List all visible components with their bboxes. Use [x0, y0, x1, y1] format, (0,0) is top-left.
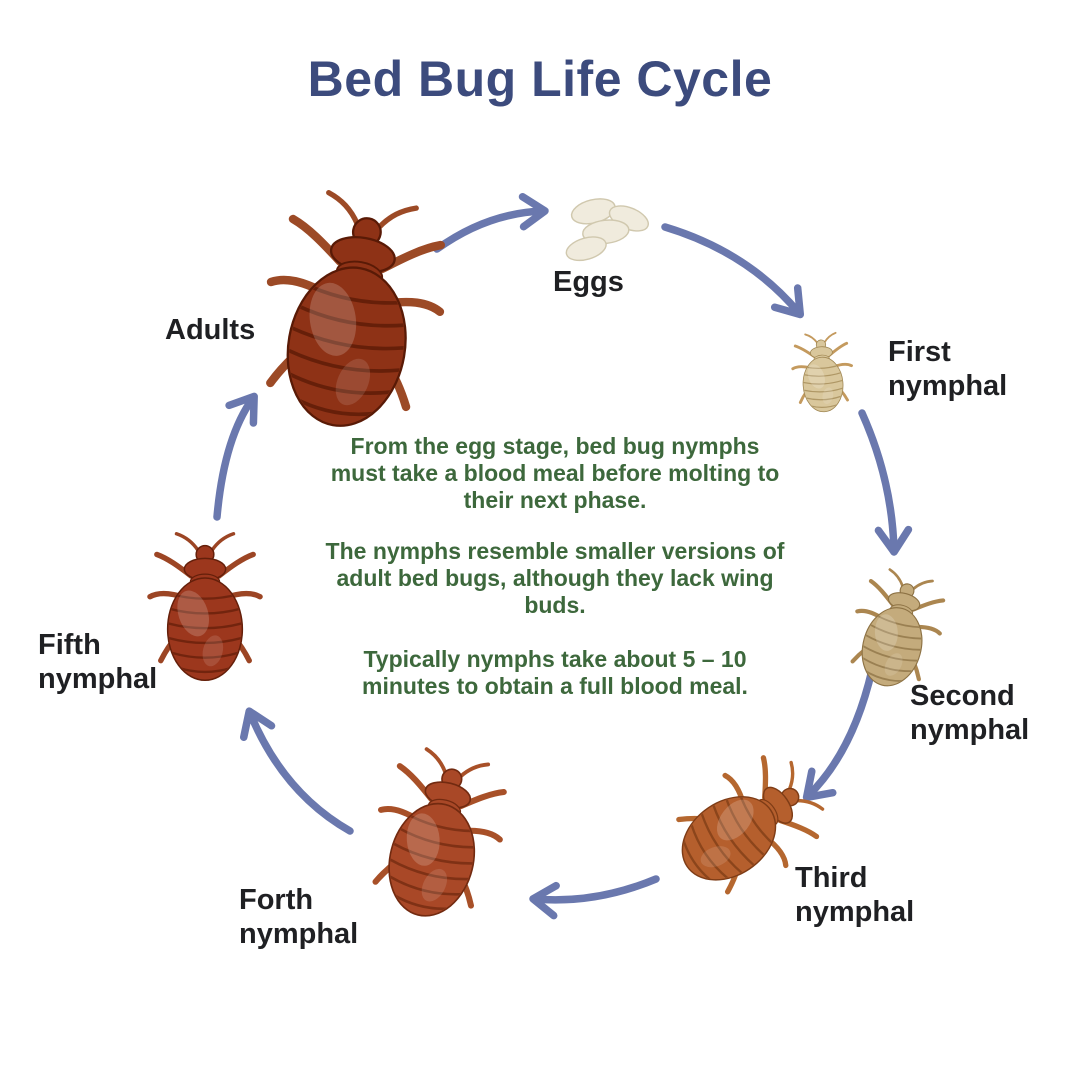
stage-label-third-nymphal: Third nymphal — [795, 862, 915, 928]
stage-forth-nymphal — [352, 738, 522, 940]
stage-eggs — [549, 190, 659, 270]
arrow-first-to-second — [858, 409, 913, 556]
bug-illustration-first-nymphal — [789, 325, 857, 422]
note-blood-meal-before-molting: From the egg stage, bed bug nymphs must … — [330, 433, 780, 514]
note-feeding-duration: Typically nymphs take about 5 – 10 minut… — [362, 646, 748, 700]
bug-illustration-fifth-nymphal — [146, 521, 264, 698]
stage-label-second-nymphal: Second nymphal — [910, 680, 1030, 746]
stage-label-fifth-nymphal: Fifth nymphal — [38, 629, 158, 695]
stage-label-eggs: Eggs — [553, 266, 624, 298]
stage-label-adults: Adults — [165, 314, 256, 346]
stage-label-forth-nymphal: Forth nymphal — [239, 884, 359, 950]
eggs-illustration — [562, 194, 653, 266]
arrow-third-to-forth — [529, 875, 660, 920]
stage-fifth-nymphal — [146, 521, 264, 698]
stage-adults — [240, 180, 464, 453]
arrow-eggs-to-first — [661, 223, 805, 319]
stage-first-nymphal — [789, 325, 857, 422]
arrow-forth-to-fifth — [240, 707, 354, 835]
diagram-title: Bed Bug Life Cycle — [307, 51, 773, 107]
note-nymphs-resemble-adults: The nymphs resemble smaller versions of … — [325, 538, 785, 619]
stage-label-first-nymphal: First nymphal — [888, 336, 1008, 402]
bug-illustration-forth-nymphal — [352, 738, 522, 940]
bug-illustration-adults — [240, 180, 464, 453]
